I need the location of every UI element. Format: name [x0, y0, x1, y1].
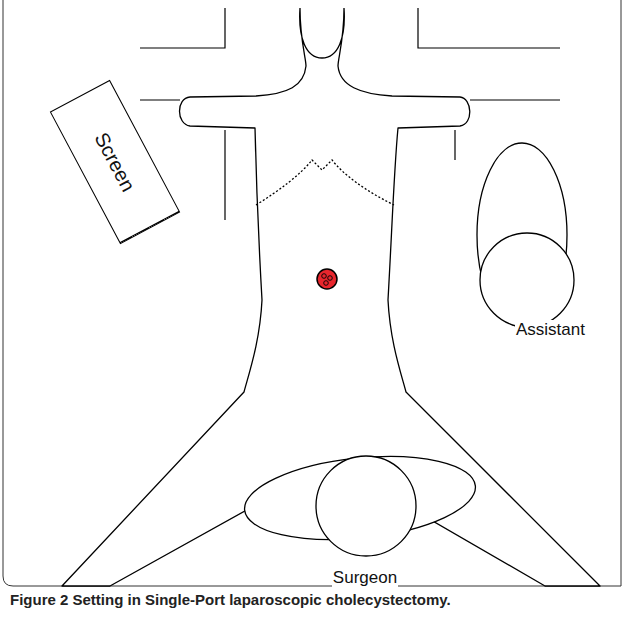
- surgeon-position: Surgeon: [240, 448, 490, 588]
- position-outline: [470, 138, 598, 338]
- screen-monitor: Screen: [50, 80, 180, 244]
- position-label: Surgeon: [332, 568, 398, 588]
- position-outline: [240, 448, 490, 588]
- figure-frame: [3, 0, 621, 586]
- position-label: Assistant: [515, 320, 586, 340]
- costal-margin: [256, 160, 394, 205]
- single-port: [317, 269, 337, 289]
- screen-label: Screen: [90, 129, 140, 196]
- assistant-position: Assistant: [470, 138, 598, 338]
- figure-caption: Figure 2 Setting in Single-Port laparosc…: [10, 591, 451, 608]
- patient-body: [62, 8, 600, 586]
